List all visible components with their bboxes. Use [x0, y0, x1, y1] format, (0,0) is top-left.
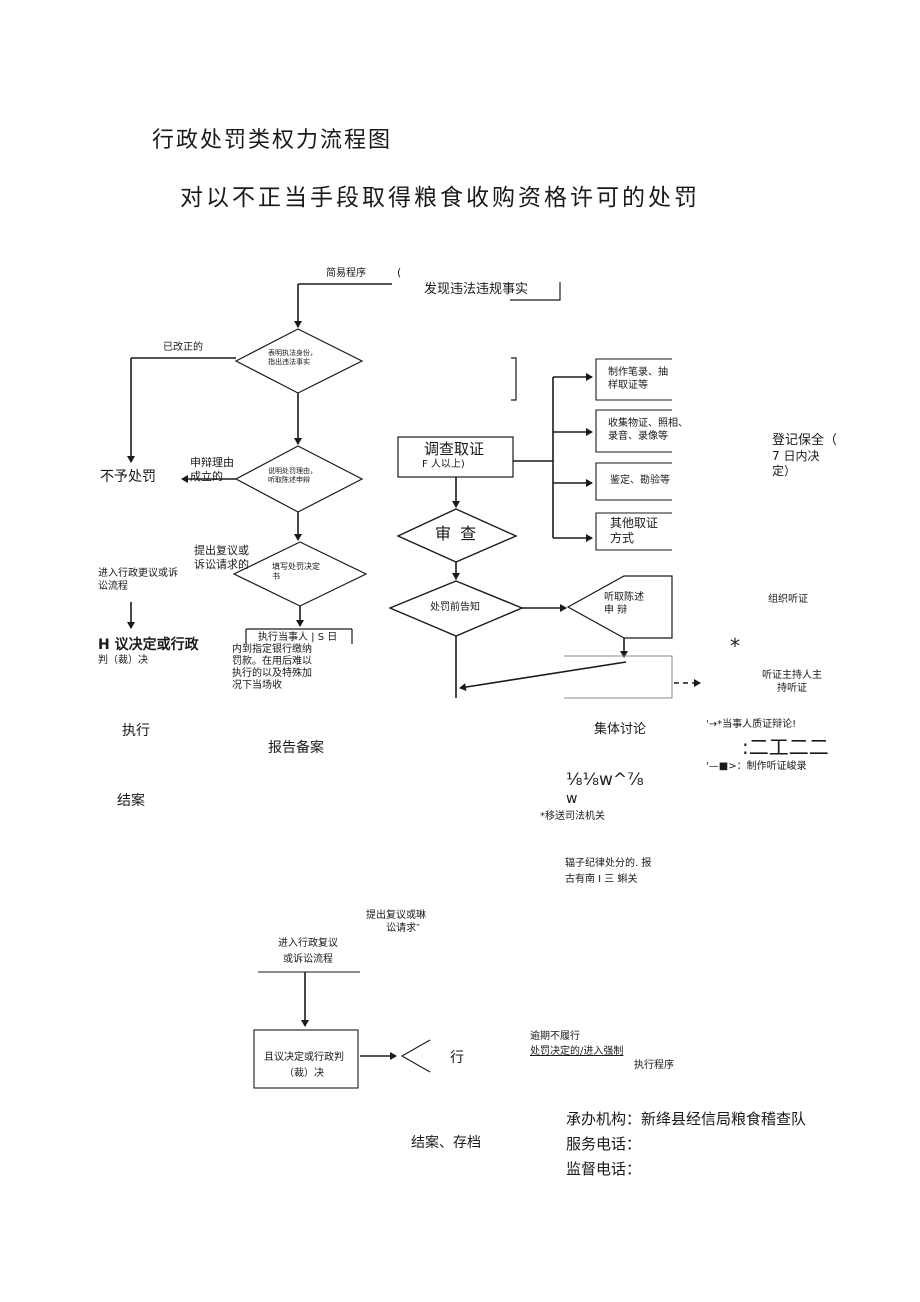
method-box — [595, 358, 672, 401]
defense-valid-label: 申辩理由成立的 — [190, 456, 234, 483]
execute-bottom: 行 — [450, 1050, 464, 1066]
review-decision-left: H 议决定或行政 判（裁）决 — [98, 637, 199, 666]
appeal-request-bottom: 提出复议或琳 讼请求″ — [366, 910, 426, 934]
discover-box-edge — [510, 282, 561, 301]
enter-review-bottom: 进入行政复议或诉讼流程 — [278, 938, 338, 965]
method-box — [595, 462, 672, 501]
close-case: 结案 — [117, 793, 145, 809]
method-box — [595, 512, 672, 551]
arrow-left — [459, 661, 627, 692]
diamond-decision-text: 填写处罚决定书 — [272, 562, 320, 581]
discipline-note: 辐子纪律处分的. 报古有南 I 三 蝌关 — [565, 858, 652, 885]
execute-chevron — [400, 1039, 431, 1073]
party-debate: '→*当事人质证辩论! — [706, 719, 797, 730]
diamond-reason-text: 说明处罚理由，听取陈述申辩 — [268, 467, 317, 484]
enter-review-left: 进入行政更议或诉讼流程 — [98, 568, 178, 592]
investigate-note: F 人以上) — [422, 459, 465, 470]
decision-box-text: 且议决定或行政判（裁）决 — [264, 1052, 344, 1079]
preserve-note: 登记保全（ 7 日内决 定） — [772, 433, 838, 479]
notify-label: 处罚前告知 — [430, 602, 480, 613]
diamond-hear — [566, 575, 673, 639]
execute-box-text: 执行当事人 | S 日 内到指定银行缴纳 罚款。在用后难以 执行的以及特殊加 况… — [232, 632, 338, 691]
close-archive: 结案、存档 — [411, 1135, 481, 1151]
method-1: 制作笔录、抽样取证等 — [608, 367, 668, 391]
method-4: 其他取证方式 — [610, 516, 659, 545]
star-mark: * — [730, 634, 740, 658]
diamond-identity-text: 表明执法身份，指出违法事实 — [268, 349, 317, 366]
decision-box — [253, 1029, 359, 1089]
agency-info: 承办机构：新绛县经信局粮食稽查队 — [566, 1110, 807, 1128]
hearing-record: '—■>：制作听证峻录 — [706, 761, 807, 772]
service-phone: 服务电话： — [566, 1135, 642, 1153]
method-box — [595, 409, 672, 453]
garbled-text-1: :二工二二 — [742, 735, 829, 759]
organize-hearing: 组织听证 — [768, 594, 808, 605]
supervise-phone: 监督电话： — [566, 1160, 642, 1178]
collective-discussion: 集体讨论 — [594, 722, 647, 737]
execute-label: 执行 — [122, 723, 150, 739]
discover-fact: 发现违法违规事实 — [424, 282, 529, 297]
method-3: 鉴定、勘验等 — [610, 475, 670, 486]
investigate-label: 调查取证 — [424, 440, 485, 458]
corrected-label: 已改正的 — [163, 342, 203, 353]
method-2: 收集物证、照相、录音、录像等 — [608, 418, 688, 442]
page-title: 对以不正当手段取得粮食收购资格许可的处罚 — [180, 185, 700, 211]
appeal-request-label: 提出复议或诉讼请求的 — [194, 544, 249, 571]
no-penalty: 不予处罚 — [100, 469, 156, 485]
collective-box — [564, 655, 673, 699]
review-label: 审 查 — [435, 524, 479, 543]
transfer-judicial: *移送司法机关 — [540, 811, 605, 822]
garbled-text-2: ⅛⅛w^⅞ w — [566, 770, 644, 808]
bracket-glyph: ( — [397, 266, 402, 279]
category-title: 行政处罚类权力流程图 — [152, 128, 393, 153]
report-filing: 报告备案 — [268, 740, 324, 756]
simple-procedure-label: 简易程序 — [326, 268, 366, 279]
hear-label: 听取陈述申 辩 — [604, 592, 644, 616]
bracket — [511, 357, 517, 401]
host-hearing: 听证主持人主持听证 — [762, 670, 822, 694]
overdue-note: 逾期不履行 处罚决定的/进入强制 执行程序 — [530, 1031, 674, 1071]
